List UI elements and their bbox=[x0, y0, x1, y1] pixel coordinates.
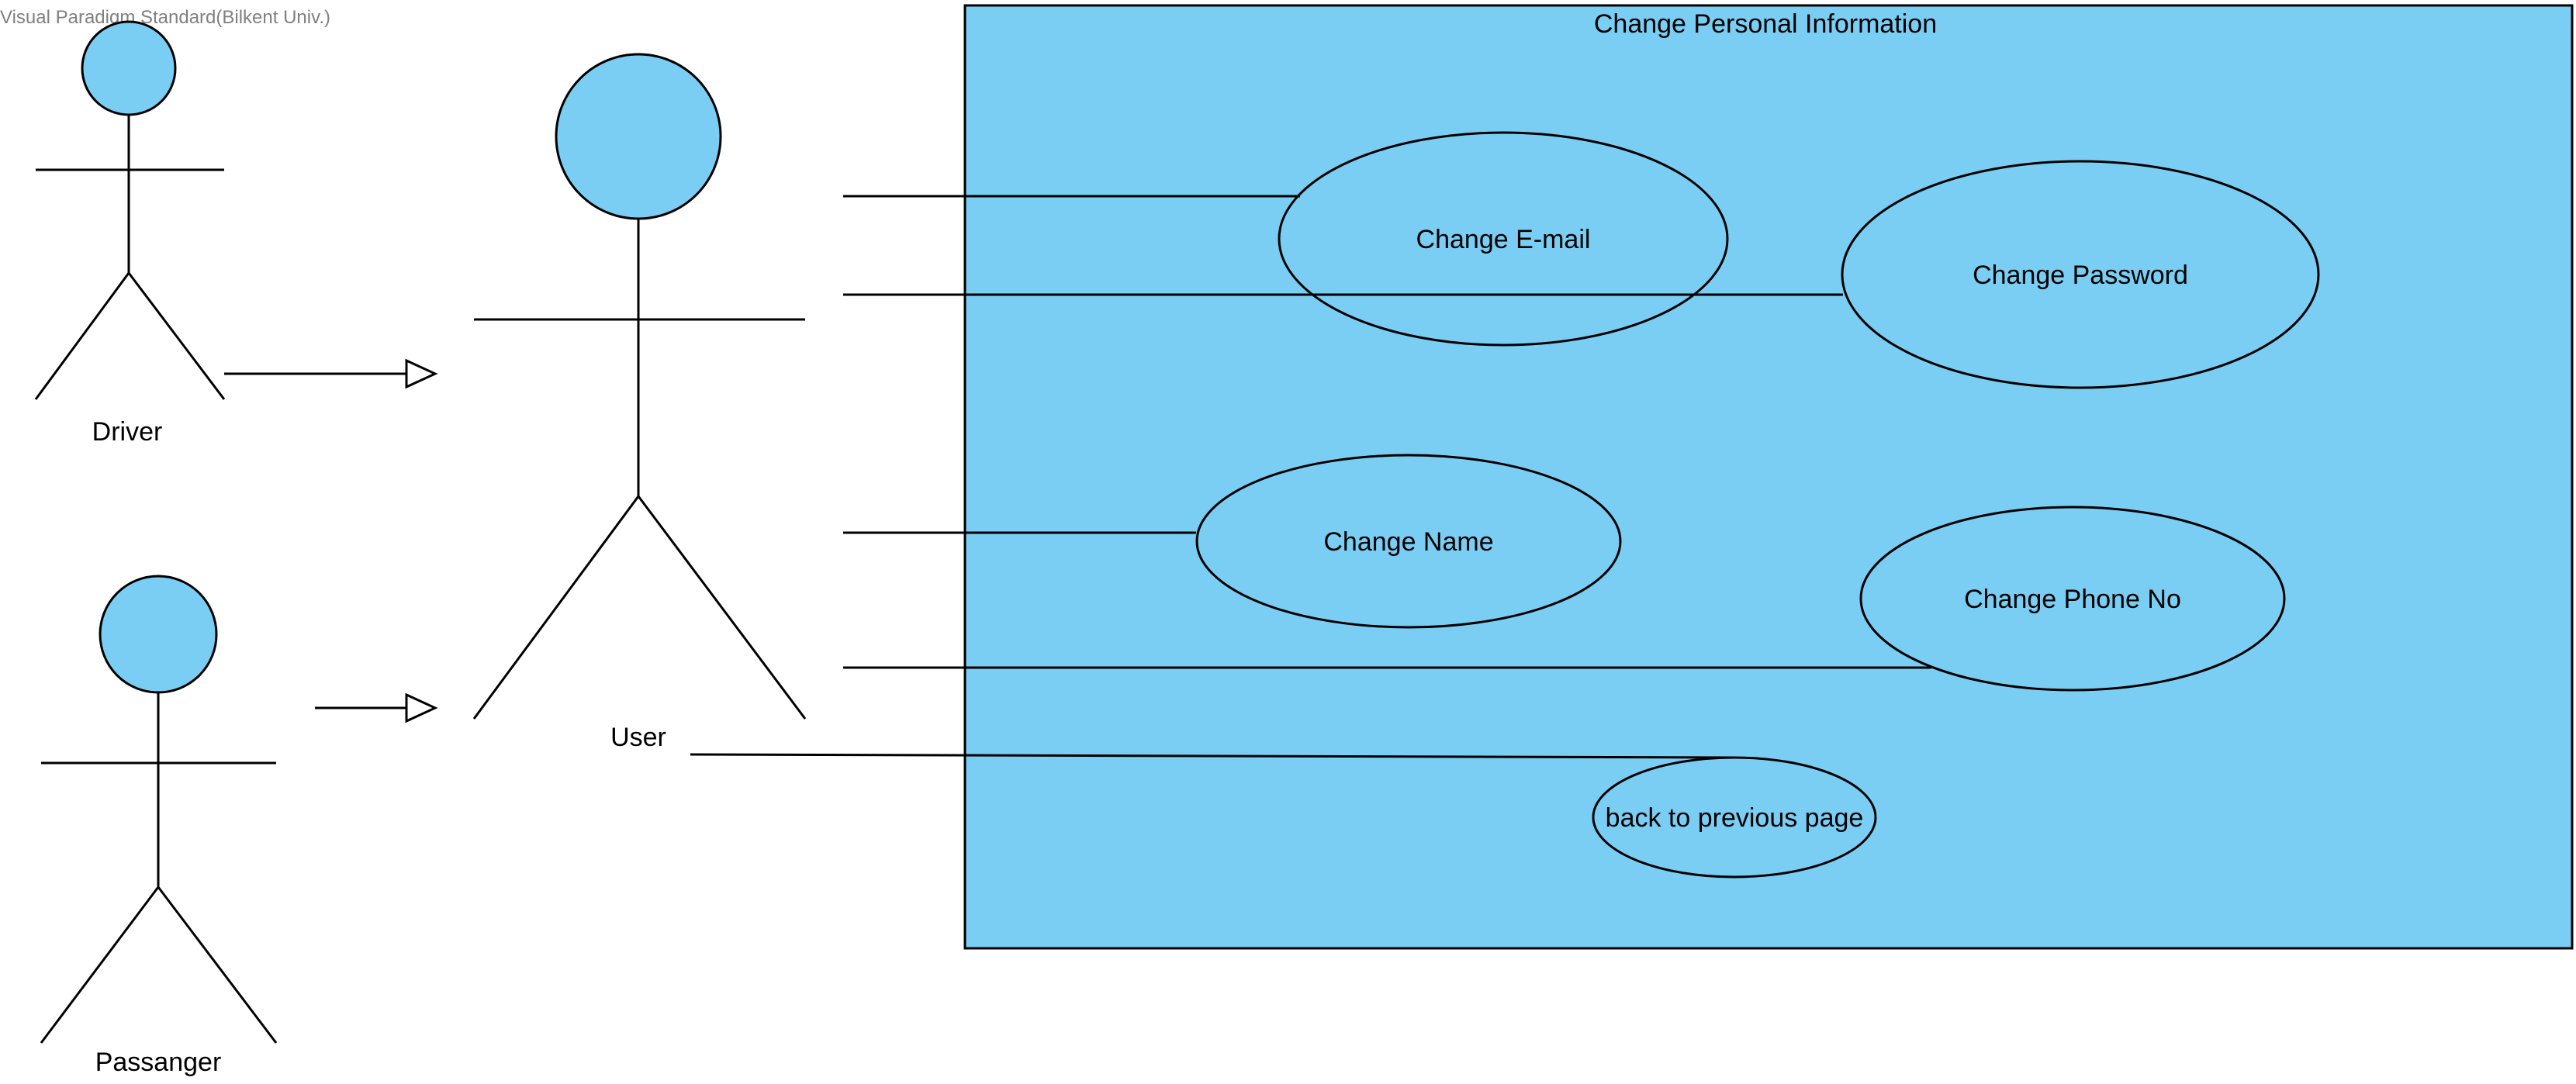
generalization-passanger-user[interactable] bbox=[315, 692, 438, 723]
actor-leg-left bbox=[34, 272, 130, 400]
system-title: Change Personal Information bbox=[1594, 9, 1937, 39]
generalization-driver-user[interactable] bbox=[224, 358, 438, 389]
watermark-text: Visual Paradigm Standard(Bilkent Univ.) bbox=[0, 7, 330, 28]
actor-head bbox=[99, 575, 218, 694]
actor-head bbox=[81, 20, 177, 116]
use-case-label: Change E-mail bbox=[1416, 225, 1591, 254]
use-case-label: Change Phone No bbox=[1964, 585, 2181, 614]
use-case-shape bbox=[1592, 756, 1877, 879]
actor-head bbox=[555, 53, 722, 220]
use-case-shape bbox=[1859, 506, 2286, 692]
use-case-change-password[interactable]: Change Password bbox=[1841, 160, 2320, 389]
actor-label: Driver bbox=[92, 417, 163, 447]
actor-user[interactable]: User bbox=[472, 53, 807, 752]
actor-label: User bbox=[610, 723, 666, 752]
actor-label: Passanger bbox=[95, 1048, 222, 1077]
use-case-shape bbox=[1841, 160, 2320, 389]
use-case-back[interactable]: back to previous page bbox=[1592, 756, 1877, 879]
use-case-shape bbox=[1278, 131, 1729, 347]
association-back[interactable] bbox=[690, 753, 1735, 759]
generalization-arrowhead bbox=[405, 358, 438, 389]
use-case-label: back to previous page bbox=[1606, 803, 1864, 833]
use-case-shape bbox=[1195, 454, 1622, 629]
actor-leg-right bbox=[157, 886, 278, 1044]
actor-leg-right bbox=[637, 495, 807, 720]
use-case-label: Change Password bbox=[1973, 261, 2188, 290]
actor-passanger[interactable]: Passanger bbox=[40, 575, 278, 1077]
use-case-change-email[interactable]: Change E-mail bbox=[1278, 131, 1729, 347]
actor-leg-left bbox=[40, 886, 160, 1044]
generalization-arrowhead bbox=[405, 692, 438, 723]
associations bbox=[690, 195, 1931, 759]
use-case-label: Change Name bbox=[1323, 527, 1493, 557]
use-case-change-phone[interactable]: Change Phone No bbox=[1859, 506, 2286, 692]
actor-leg-right bbox=[127, 272, 226, 400]
actor-driver[interactable]: Driver bbox=[34, 20, 226, 447]
use-case-change-name[interactable]: Change Name bbox=[1195, 454, 1622, 629]
actor-leg-left bbox=[472, 495, 640, 720]
